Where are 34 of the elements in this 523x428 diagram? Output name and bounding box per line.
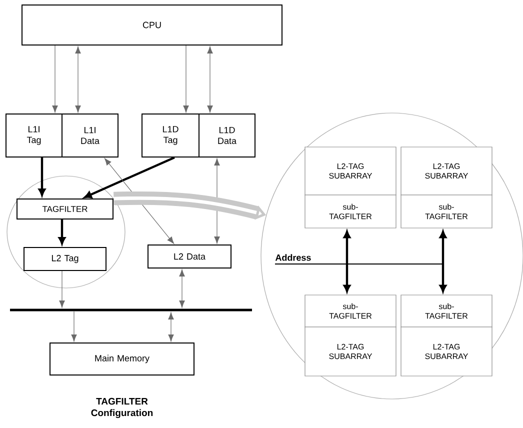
arrow (183, 45, 189, 113)
arrow (168, 312, 174, 342)
cache-box: L1D Data (198, 114, 256, 158)
cache-box: L1I Tag (6, 114, 62, 158)
arrow (38, 158, 46, 196)
subarray-cell: L2-TAG SUBARRAY (400, 146, 492, 196)
subarray-cell: L2-TAG SUBARRAY (304, 326, 396, 376)
arrow (58, 220, 66, 245)
zoom-circle (6, 176, 126, 288)
memory-box: Main Memory (50, 342, 194, 376)
bus-line (10, 308, 252, 312)
caption: TAGFILTER Configuration (91, 398, 153, 418)
cache-box: L1D Tag (142, 114, 200, 158)
arrow (84, 156, 175, 198)
tagfilter-cell: sub- TAGFILTER (400, 194, 492, 228)
tagfilter-box: TAGFILTER (16, 198, 114, 220)
cache-box: L1I Data (62, 114, 118, 158)
arrow (52, 45, 58, 113)
arrow (71, 311, 77, 342)
tagfilter-cell: sub- TAGFILTER (304, 294, 396, 328)
subarray-cell: L2-TAG SUBARRAY (304, 146, 396, 196)
tagfilter-cell: sub- TAGFILTER (304, 194, 396, 228)
arrow (59, 270, 65, 308)
cpu-box: CPU (22, 4, 282, 46)
cache-box: L2 Data (148, 244, 232, 268)
arrow (179, 269, 185, 308)
arrow (75, 46, 81, 113)
arrow (439, 230, 447, 292)
arrow (343, 230, 351, 292)
arrow (207, 46, 213, 113)
address-label: Address (275, 254, 311, 261)
tagfilter-cell: sub- TAGFILTER (400, 294, 492, 328)
cache-box: L2 Tag (24, 247, 106, 271)
subarray-cell: L2-TAG SUBARRAY (400, 326, 492, 376)
